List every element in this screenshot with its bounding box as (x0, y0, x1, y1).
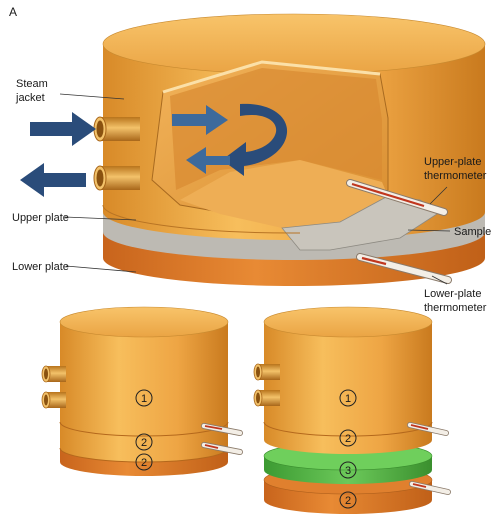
right-marker-1: 1 (339, 389, 357, 407)
upper-plate-thermometer (346, 179, 448, 216)
lower-thermometer-label-line2: thermometer (424, 302, 487, 314)
svg-text:3: 3 (345, 465, 351, 477)
lower-thermometer-leader (431, 275, 448, 285)
upper-plate-leader (64, 216, 137, 221)
right-thermometer-lower (409, 481, 451, 495)
lower-plate-thermometer (356, 253, 452, 284)
steam-jacket-label-line1: Steam (16, 78, 48, 90)
left-thermometer-upper (201, 423, 243, 436)
left-marker-3: 2 (135, 453, 153, 471)
cutaway-edge (162, 60, 381, 94)
cutaway-slope (180, 160, 388, 228)
left-steam-pipe-2 (41, 391, 66, 409)
right-steam-pipe-2 (253, 389, 280, 407)
steam-arrow-inner-right (172, 105, 228, 135)
top-apparatus: Steam jacket Upper plate Lower plate Sam… (12, 13, 491, 314)
steam-in-arrow (30, 112, 96, 146)
steam-jacket-label-line2: jacket (15, 92, 45, 104)
left-marker-2: 2 (135, 433, 153, 451)
svg-text:2: 2 (141, 457, 147, 469)
lower-plate-label: Lower plate (12, 261, 69, 273)
left-thermometer-lower (201, 442, 243, 455)
left-marker-1: 1 (135, 389, 153, 407)
svg-text:2: 2 (345, 433, 351, 445)
steam-out-arrow (20, 163, 86, 197)
right-marker-4: 2 (339, 491, 357, 509)
right-thermometer-upper (407, 422, 449, 436)
upper-thermometer-label-line1: Upper-plate (424, 156, 481, 168)
right-stack: 1 2 3 2 (253, 306, 451, 514)
panel-label: A (9, 5, 17, 19)
upper-thermometer-leader (429, 186, 448, 205)
left-top-cap (59, 306, 229, 338)
svg-text:1: 1 (345, 393, 351, 405)
left-steam-pipe-1 (41, 365, 66, 383)
sample-label: Sample (454, 226, 491, 238)
steam-inlet-pipe (93, 116, 140, 142)
steam-outlet-pipe (93, 165, 140, 191)
right-top-cap (263, 306, 433, 338)
right-marker-2: 2 (339, 429, 357, 447)
svg-text:2: 2 (345, 495, 351, 507)
svg-text:2: 2 (141, 437, 147, 449)
left-upper-body (60, 322, 228, 436)
left-stack: 1 2 2 (41, 306, 243, 476)
sample-leader (407, 229, 451, 232)
steam-jacket-leader (59, 93, 125, 100)
upper-plate-label: Upper plate (12, 212, 69, 224)
svg-text:1: 1 (141, 393, 147, 405)
right-marker-3: 3 (339, 461, 357, 479)
steam-arrow-inner-left (186, 147, 230, 174)
right-steam-pipe-1 (253, 363, 280, 381)
upper-thermometer-label-line2: thermometer (424, 170, 487, 182)
lower-thermometer-label-line1: Lower-plate (424, 288, 481, 300)
right-upper-body (264, 322, 432, 436)
steam-arrow-curve (222, 103, 288, 176)
upper-plate-line (102, 204, 301, 234)
lower-plate-leader (65, 265, 137, 273)
